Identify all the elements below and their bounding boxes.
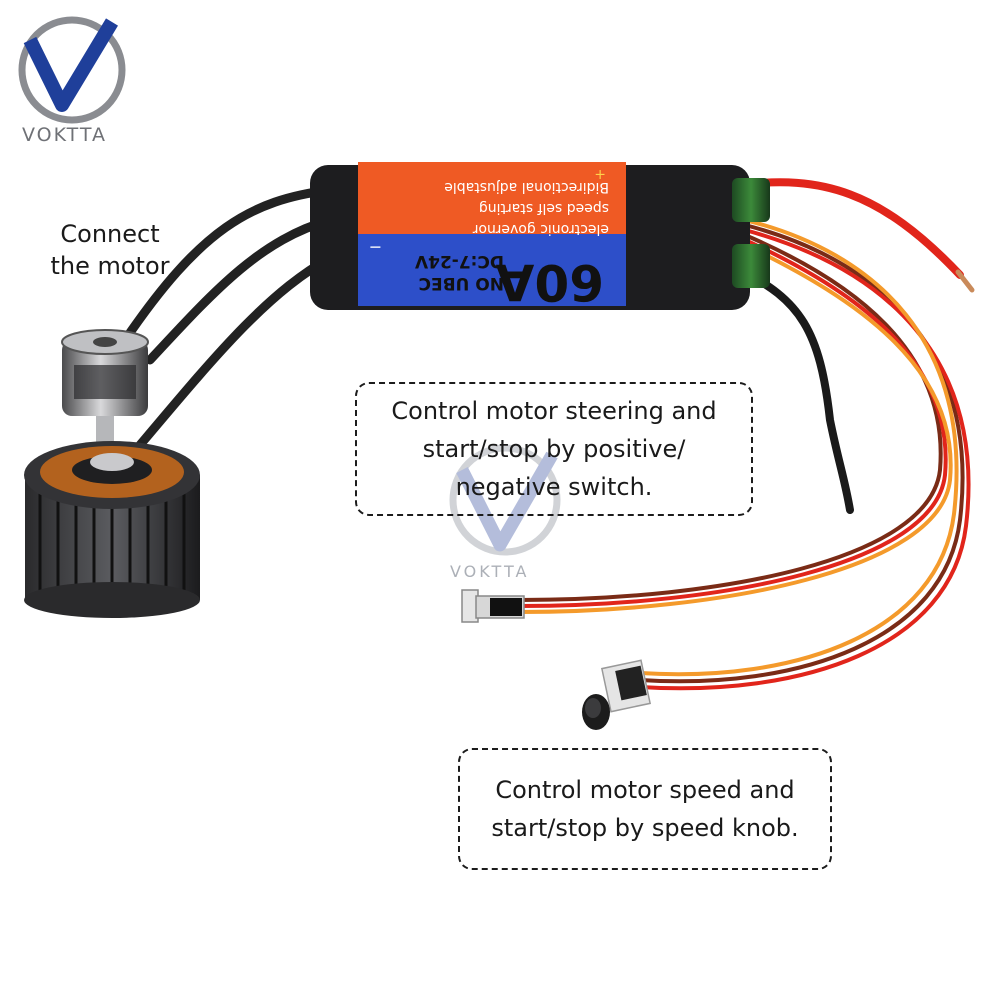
watermark-brand-text: VOKTTA	[450, 562, 530, 581]
callout-motor-line2: the motor	[50, 252, 170, 280]
callout-connect-motor: Connect the motor	[40, 218, 180, 282]
callout-steering-line3: negative switch.	[455, 473, 653, 501]
callout-speed-box: Control motor speed and start/stop by sp…	[458, 748, 832, 870]
esc-minus: −	[369, 238, 382, 257]
watermark-icon	[449, 444, 561, 556]
esc-voltage: DC:7-24V	[414, 251, 504, 271]
esc-bec: NO UBEC	[419, 273, 504, 293]
knob-cable	[638, 218, 971, 691]
esc-label-line3: Bidirectional adjustable	[444, 179, 609, 195]
esc-controller-icon	[310, 162, 770, 310]
logo-brand-text: VOKTTA	[22, 124, 108, 146]
esc-label-line2: speed self starting	[479, 200, 609, 216]
callout-steering-line1: Control motor steering and	[391, 397, 717, 425]
callout-speed-line1: Control motor speed and	[495, 776, 795, 804]
switch-cable	[518, 233, 953, 614]
toggle-switch-icon	[461, 589, 525, 623]
esc-plus: +	[594, 166, 606, 182]
power-wire-black	[736, 266, 854, 514]
esc-label-line1: electronic governor	[472, 221, 609, 237]
bldc-motor-icon	[24, 329, 200, 618]
esc-label: 60A NO UBEC DC:7-24V electronic governor…	[369, 166, 609, 311]
speed-knob-icon	[582, 659, 652, 730]
voktta-logo-icon	[18, 16, 126, 124]
esc-rating: 60A	[495, 253, 604, 311]
callout-speed-line2: start/stop by speed knob.	[491, 814, 799, 842]
callout-steering-line2: start/stop by positive/	[422, 435, 686, 463]
callout-steering-box: Control motor steering and start/stop by…	[355, 382, 753, 516]
callout-motor-line1: Connect	[60, 220, 160, 248]
